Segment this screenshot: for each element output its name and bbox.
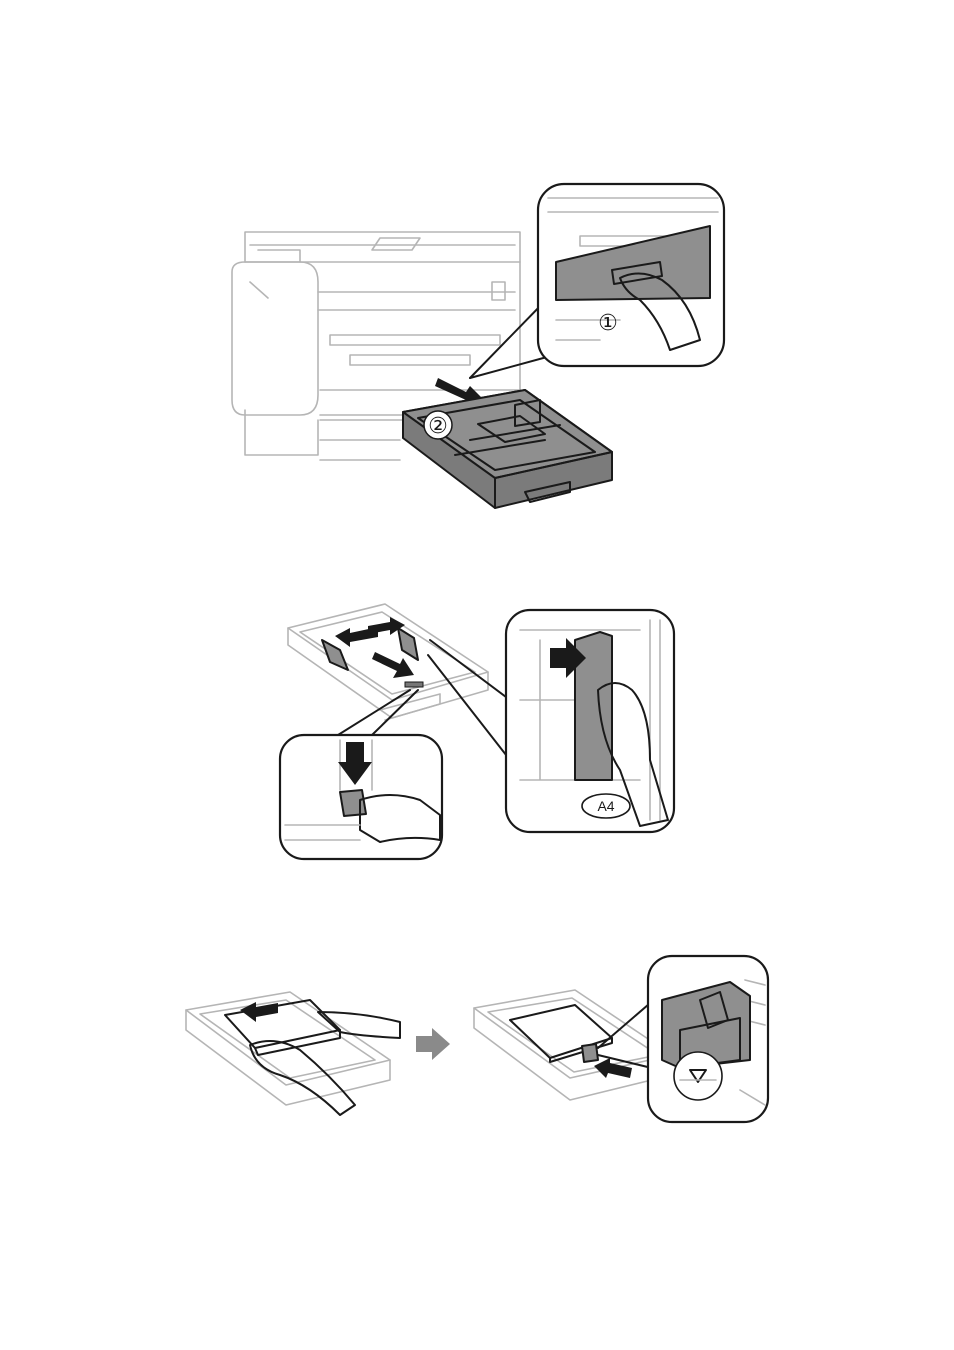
zoom-callout-step3 [648, 956, 768, 1122]
tray-step-number: ② [428, 414, 448, 439]
step-callout-number: ① [598, 311, 618, 336]
paper-size-label: A4 [597, 798, 614, 814]
zoom-callout-front-guide [280, 735, 442, 859]
step2-illustration: A4 [280, 604, 674, 859]
step1-illustration: ② ① [232, 184, 724, 508]
zoom-callout-step1: ① [470, 184, 724, 378]
step3-illustration [186, 956, 768, 1122]
paper-cassette-removed [403, 390, 612, 508]
cassette-loaded [474, 990, 672, 1100]
zoom-callout-side-guide: A4 [506, 610, 674, 832]
cassette-with-hands [186, 992, 400, 1115]
arrow-right-icon [416, 1028, 450, 1060]
